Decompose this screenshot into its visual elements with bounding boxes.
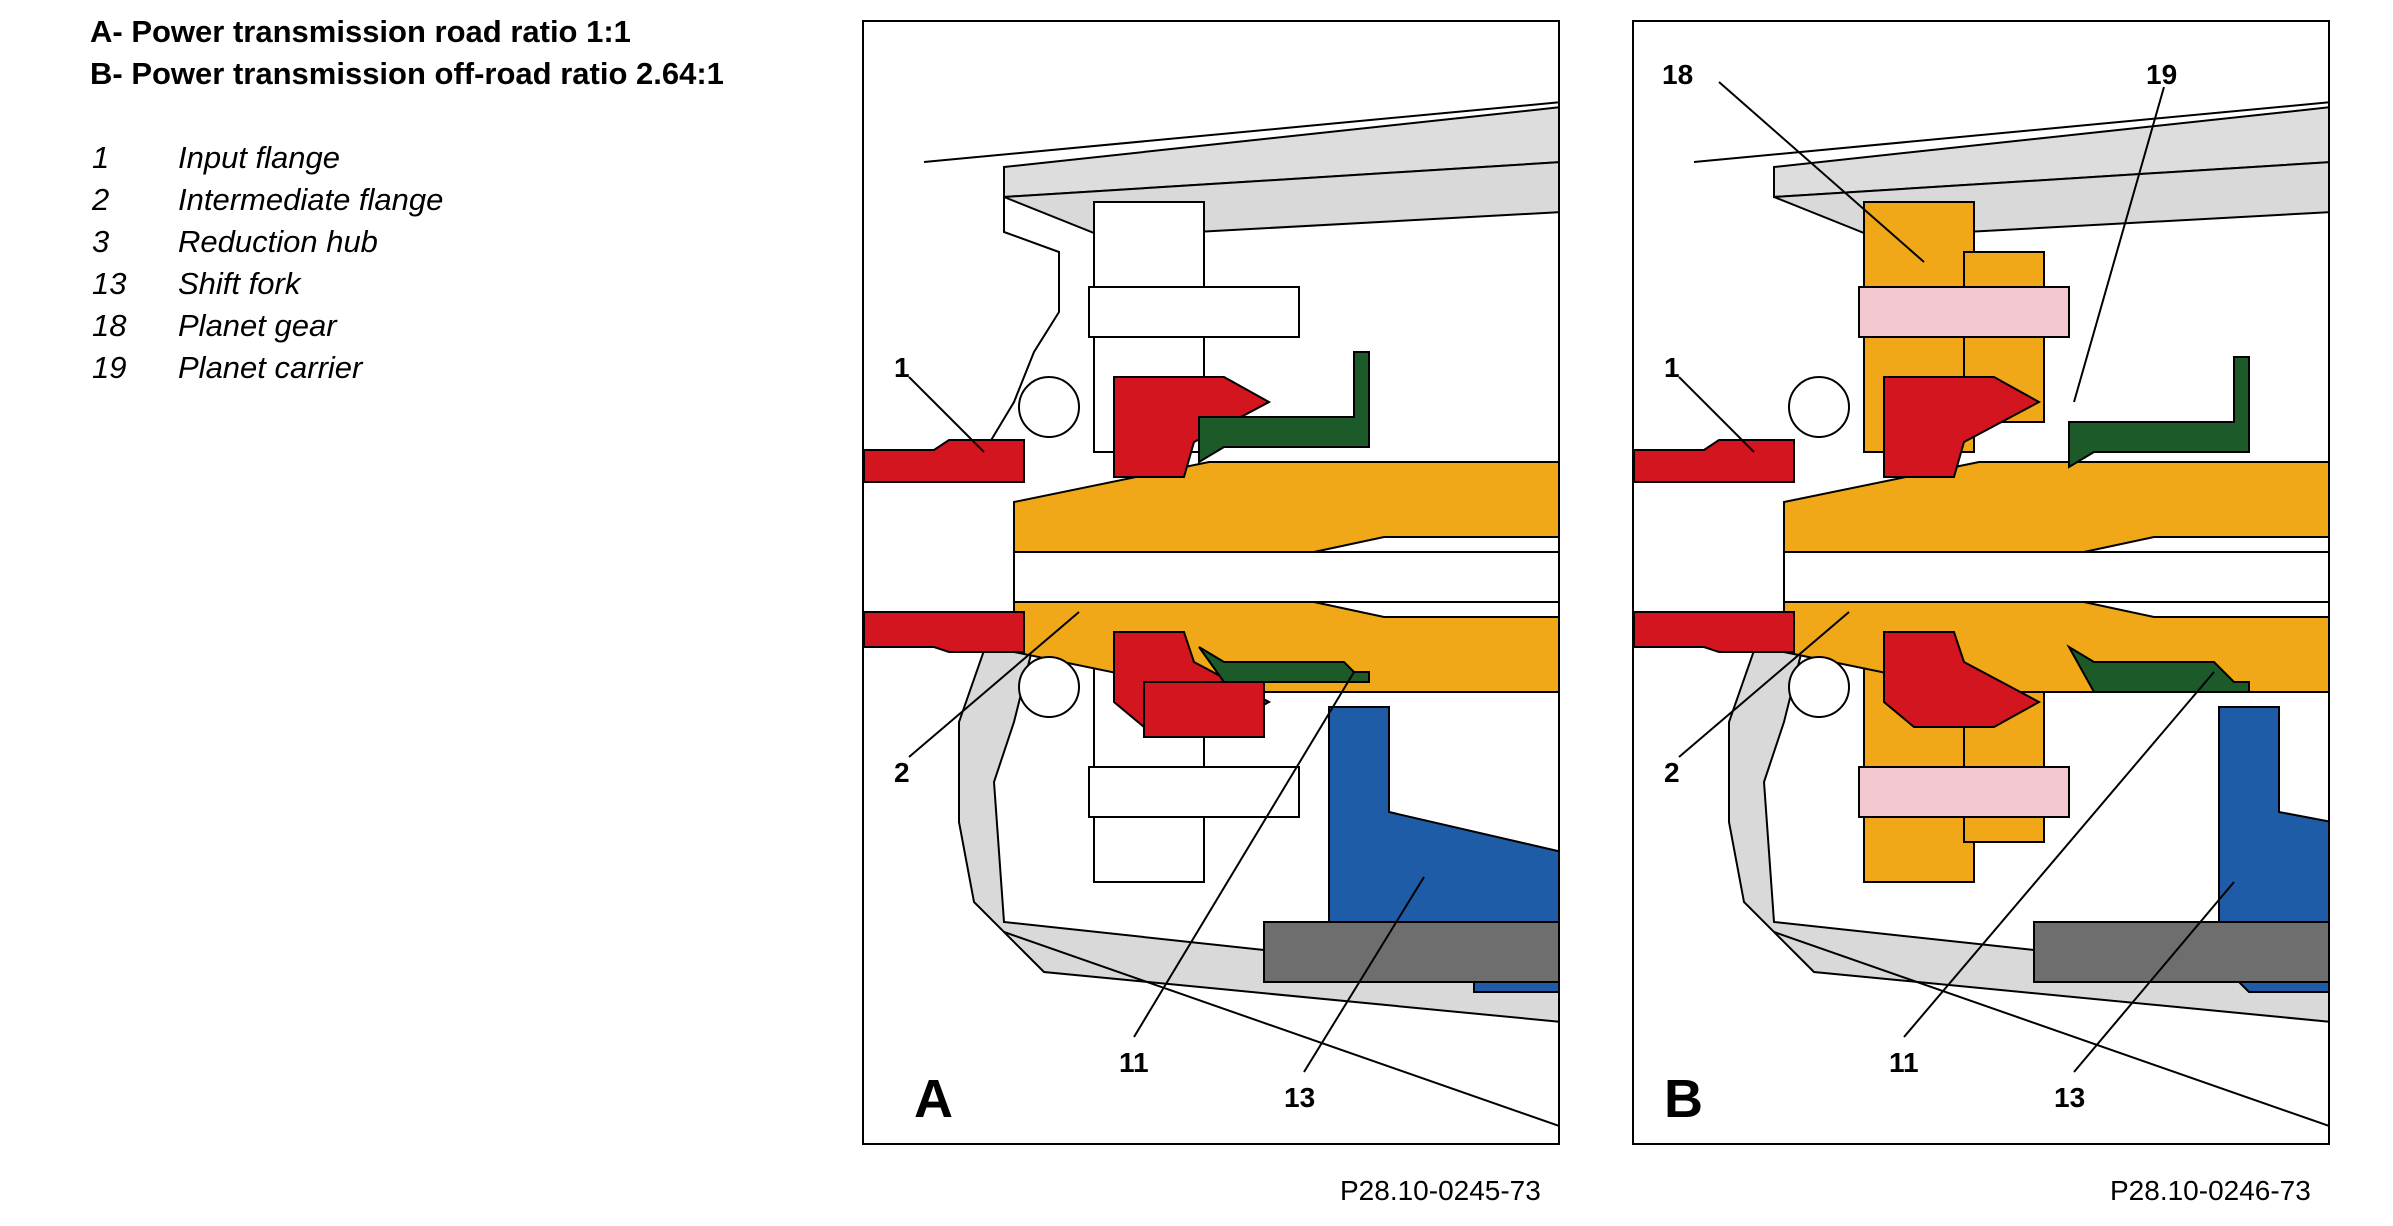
legend-number: 2 (92, 182, 110, 217)
figure-reference-a: P28.10-0245-73 (1340, 1175, 1541, 1206)
output-shaft (2033, 921, 2328, 983)
legend-item: 19 Planet carrier (92, 350, 443, 392)
legend-label: Planet carrier (178, 350, 363, 385)
panel-letter-a: A (914, 1069, 953, 1129)
legend-number: 1 (92, 140, 110, 175)
legend-number: 3 (92, 224, 110, 259)
transfer-case-cross-section-a: 1 2 11 13 A (864, 101, 1558, 1129)
callout-13: 13 (1284, 1082, 1315, 1113)
input-flange (1634, 376, 2042, 728)
callout-11: 11 (1889, 1047, 1919, 1078)
legend-item: 18 Planet gear (92, 308, 443, 350)
legend-label: Intermediate flange (178, 182, 444, 217)
legend-list: 1 Input flange 2 Intermediate flange 3 Redu… (92, 140, 443, 392)
leader-lines (1678, 81, 2235, 1073)
callout-18: 18 (1662, 59, 1693, 90)
shift-sleeve (1198, 351, 1370, 683)
callout-19: 19 (2146, 59, 2177, 90)
callout-1: 1 (1664, 352, 1680, 383)
legend-label: Reduction hub (178, 224, 378, 259)
legend-label: Planet gear (178, 308, 337, 343)
legend-label: Shift fork (178, 266, 301, 301)
leader-lines (908, 376, 1425, 1073)
panel-letter-b: B (1664, 1069, 1703, 1129)
diagram-panel-a: 1 2 11 13 A (862, 20, 1560, 1145)
callout-13: 13 (2054, 1082, 2085, 1113)
callout-1: 1 (894, 352, 910, 383)
legend-item: 3 Reduction hub (92, 224, 443, 266)
heading-road-ratio: A- Power transmission road ratio 1:1 (90, 14, 631, 49)
figure-reference-b: P28.10-0246-73 (2110, 1175, 2311, 1206)
legend-number: 13 (92, 266, 127, 301)
bearing (1018, 376, 1080, 718)
input-flange (864, 376, 1272, 738)
legend-item: 2 Intermediate flange (92, 182, 443, 224)
shift-sleeve (2066, 356, 2250, 693)
legend-number: 19 (92, 350, 127, 385)
legend-item: 13 Shift fork (92, 266, 443, 308)
callout-11: 11 (1119, 1047, 1149, 1078)
diagram-panel-b: 1 2 11 13 18 19 B (1632, 20, 2330, 1145)
reduction-hub (1783, 461, 2328, 693)
heading-offroad-ratio: B- Power transmission off-road ratio 2.6… (90, 56, 724, 91)
transfer-case-cross-section-b: 1 2 11 13 18 19 B (1634, 59, 2328, 1129)
callout-2: 2 (1664, 757, 1680, 788)
callout-2: 2 (894, 757, 910, 788)
legend-number: 18 (92, 308, 127, 343)
bearing (1788, 376, 1850, 718)
legend-item: 1 Input flange (92, 140, 443, 182)
reduction-hub (1013, 461, 1558, 693)
output-shaft (1263, 921, 1558, 983)
planet-pin (1858, 286, 2070, 818)
legend-label: Input flange (178, 140, 341, 175)
